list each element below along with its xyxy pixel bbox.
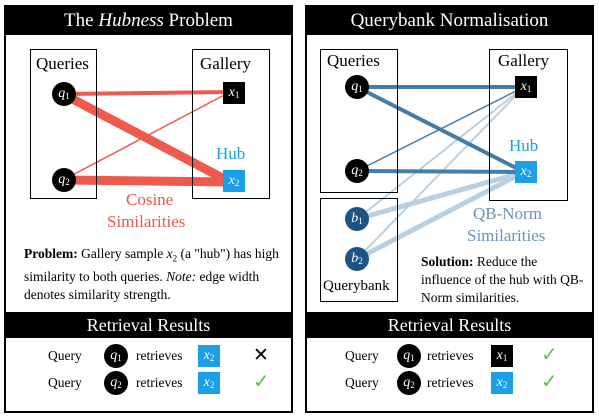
edge-q2-x1 xyxy=(356,86,525,172)
queries-box xyxy=(320,49,398,193)
query-text: Query xyxy=(345,348,379,363)
gallery-x1: x1 xyxy=(515,76,537,98)
hub-label: Hub xyxy=(509,136,539,155)
cosine-edges xyxy=(58,89,235,187)
retrieves-text: retrieves xyxy=(136,348,183,363)
queries-label: Queries xyxy=(36,54,89,73)
query-q2: q2 xyxy=(52,168,76,192)
retrieves-text: retrieves xyxy=(427,375,474,390)
qbnorm-label-line2: Similarities xyxy=(467,226,546,245)
querybank-normalisation-panel: Querybank Normalisation Queries Queryban… xyxy=(305,5,594,413)
query-q2: q2 xyxy=(345,159,369,183)
gallery-label: Gallery xyxy=(498,51,549,70)
query-q1: q1 xyxy=(52,82,76,106)
edge-q2-x2 xyxy=(58,175,235,187)
correct-icon: ✓ xyxy=(541,342,558,366)
edge-q2-x2 xyxy=(355,169,526,174)
retrieves-text: retrieves xyxy=(136,375,183,390)
gallery-label: Gallery xyxy=(200,54,251,73)
query-q2: q2 xyxy=(397,371,421,395)
query-q1: q1 xyxy=(345,75,369,99)
panel-title: The Hubness Problem xyxy=(6,7,291,35)
gallery-x2-hub: x2 xyxy=(198,345,220,367)
edge-q1-x1 xyxy=(61,90,232,96)
query-q1: q1 xyxy=(104,344,128,368)
gallery-box xyxy=(192,49,270,199)
gallery-x2-hub: x2 xyxy=(198,372,220,394)
querybank-b2: b2 xyxy=(345,247,369,271)
query-text: Query xyxy=(345,375,379,390)
correct-icon: ✓ xyxy=(541,369,558,393)
retrieval-results-header: Retrieval Results xyxy=(6,312,291,338)
edge-q2-x1 xyxy=(62,91,231,181)
panel-title: Querybank Normalisation xyxy=(307,7,592,35)
gallery-x1: x1 xyxy=(223,82,245,104)
retrieval-results-header: Retrieval Results xyxy=(307,312,592,338)
gallery-x2-hub: x2 xyxy=(223,170,245,192)
gallery-box xyxy=(489,49,568,201)
hubness-problem-panel: The Hubness Problem Queries Gallery q1 q… xyxy=(4,5,293,413)
solution-text: Solution: Reduce the influence of the hu… xyxy=(421,254,584,305)
problem-text: Problem: Gallery sample x2 (a "hub") has… xyxy=(24,246,279,302)
cosine-label-line2: Similarities xyxy=(107,212,186,231)
correct-icon: ✓ xyxy=(253,369,270,393)
gallery-x1: x1 xyxy=(491,345,513,367)
querybank-box xyxy=(320,198,398,302)
qbnorm-label-line1: QB-Norm xyxy=(473,204,542,223)
gallery-x2-hub: x2 xyxy=(515,161,537,183)
querybank-label: Querybank xyxy=(323,278,390,294)
hub-label: Hub xyxy=(216,144,246,163)
queries-box xyxy=(30,49,97,199)
query-q1: q1 xyxy=(397,344,421,368)
cosine-label-line1: Cosine xyxy=(126,190,174,209)
retrieves-text: retrieves xyxy=(427,348,474,363)
gallery-x2-hub: x2 xyxy=(491,372,513,394)
edge-q1-x2 xyxy=(58,89,235,187)
query-text: Query xyxy=(48,348,82,363)
query-text: Query xyxy=(48,375,82,390)
queries-label: Queries xyxy=(327,51,380,70)
query-q2: q2 xyxy=(104,371,128,395)
qbnorm-edges xyxy=(354,85,527,262)
incorrect-icon: ✕ xyxy=(253,344,269,366)
querybank-b1: b1 xyxy=(345,207,369,231)
